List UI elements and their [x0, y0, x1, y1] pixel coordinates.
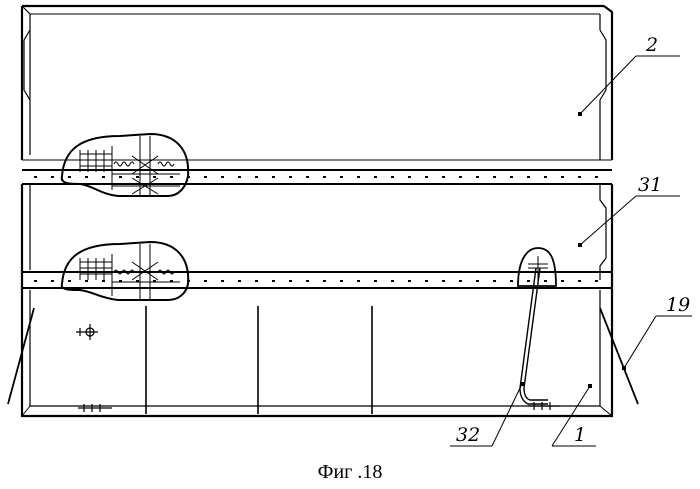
- rivet-dot: [442, 176, 445, 178]
- rivet-dot: [323, 280, 326, 282]
- reference-points: [520, 112, 626, 388]
- rivet-dot: [204, 176, 207, 178]
- label-32: 32: [456, 424, 480, 446]
- outriggers: [8, 308, 638, 404]
- label-19: 19: [666, 294, 690, 316]
- rivet-dot: [306, 280, 309, 282]
- rivet-dot: [408, 280, 411, 282]
- cutaway-detail-upper: [62, 134, 188, 196]
- rivet-dot: [357, 176, 360, 178]
- rivet-dot: [68, 280, 71, 282]
- rivet-dot: [527, 280, 530, 282]
- rivet-dot: [357, 280, 360, 282]
- rivet-dot: [442, 280, 445, 282]
- rivet-dot: [493, 280, 496, 282]
- rivet-dot: [391, 280, 394, 282]
- rivet-dot: [340, 280, 343, 282]
- rivet-dot: [272, 176, 275, 178]
- rivet-dot: [425, 280, 428, 282]
- joint-strip-upper: [22, 160, 612, 184]
- rivet-dot: [323, 176, 326, 178]
- rivet-dot: [527, 176, 530, 178]
- rivet-dot: [476, 176, 479, 178]
- rivet-dot: [510, 280, 513, 282]
- rivet-dot: [459, 176, 462, 178]
- rivet-dot: [170, 176, 173, 178]
- figure-caption: Фиг .18: [318, 461, 383, 483]
- rivet-dot: [204, 280, 207, 282]
- rivet-dot: [544, 280, 547, 282]
- dome-detail: [518, 248, 556, 286]
- rivet-dot: [221, 280, 224, 282]
- rivet-dot: [119, 176, 122, 178]
- rivet-dot: [272, 280, 275, 282]
- rivet-dot: [85, 176, 88, 178]
- rivet-dot: [408, 176, 411, 178]
- rivet-dot: [459, 280, 462, 282]
- rivet-dot: [374, 176, 377, 178]
- rivet-dot: [510, 176, 513, 178]
- rivet-dot: [238, 280, 241, 282]
- rivet-dot: [561, 280, 564, 282]
- rivet-dot: [391, 176, 394, 178]
- rivet-dot: [34, 280, 37, 282]
- rivet-dot: [68, 176, 71, 178]
- rivet-dot: [102, 176, 105, 178]
- fastener-symbol: [76, 324, 98, 340]
- rivet-dot: [476, 280, 479, 282]
- rivet-dot: [255, 280, 258, 282]
- label-1: 1: [574, 424, 586, 446]
- rivet-dot: [221, 176, 224, 178]
- rivet-dot: [289, 280, 292, 282]
- label-2: 2: [645, 34, 658, 56]
- lower-panel: [22, 268, 612, 416]
- rivet-dot: [374, 280, 377, 282]
- rivet-dot: [493, 176, 496, 178]
- rivet-dot: [238, 176, 241, 178]
- rivet-dot: [255, 176, 258, 178]
- rivet-dot: [425, 176, 428, 178]
- rivet-dot: [595, 280, 598, 282]
- rivet-dot: [561, 176, 564, 178]
- leader-lines: [450, 56, 692, 446]
- rivet-dot: [306, 176, 309, 178]
- rivet-dot: [51, 176, 54, 178]
- rivet-dot: [578, 176, 581, 178]
- rivet-dot: [153, 176, 156, 178]
- rivet-dot: [102, 280, 105, 282]
- rivet-dot: [578, 280, 581, 282]
- rail-marks: [78, 402, 560, 412]
- rivet-dot: [595, 176, 598, 178]
- label-31: 31: [638, 174, 662, 196]
- rivet-dot: [136, 176, 139, 178]
- rivet-dot: [544, 176, 547, 178]
- rivet-dot: [85, 280, 88, 282]
- rivet-dot: [51, 280, 54, 282]
- rivet-dot: [289, 176, 292, 178]
- rivet-dot: [340, 176, 343, 178]
- rivet-dot: [34, 176, 37, 178]
